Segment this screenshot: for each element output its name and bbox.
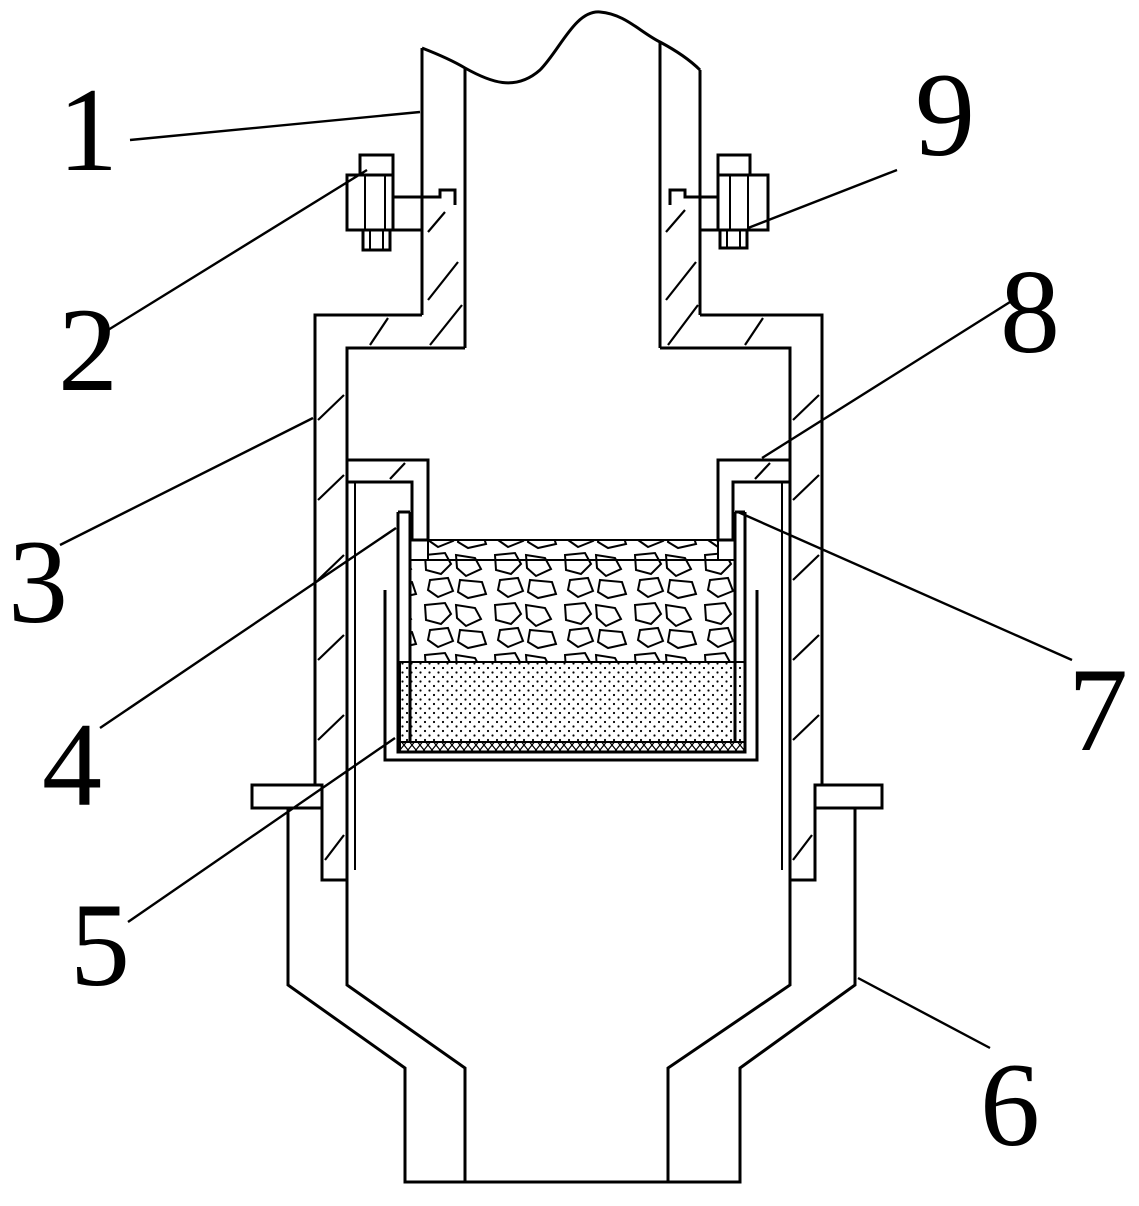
leader-4 — [99, 527, 397, 729]
support-brackets — [345, 458, 792, 542]
leader-1 — [129, 110, 421, 142]
leader-3 — [59, 416, 314, 547]
housing-wall-hatching — [317, 317, 820, 861]
label-9: 9 — [915, 48, 975, 181]
label-7: 7 — [1068, 643, 1128, 776]
leader-2 — [107, 168, 368, 332]
right-flange — [813, 783, 884, 810]
filter-cartridge — [396, 510, 747, 754]
outer-tray — [383, 590, 759, 762]
leader-5 — [127, 737, 396, 923]
label-8: 8 — [1000, 245, 1060, 378]
label-3: 3 — [8, 515, 68, 648]
lower-funnel — [286, 806, 857, 1184]
left-clasp — [393, 188, 457, 205]
reference-numerals: 1 2 3 4 5 6 7 8 9 — [8, 48, 1128, 1171]
label-1: 1 — [58, 63, 118, 196]
leader-lines — [59, 110, 1073, 1050]
gravel-layer — [409, 559, 736, 663]
left-bolt — [345, 153, 422, 252]
leader-9 — [747, 168, 898, 230]
label-2: 2 — [58, 283, 118, 416]
label-6: 6 — [980, 1038, 1040, 1171]
right-clasp — [668, 188, 718, 205]
leader-8 — [761, 300, 1011, 460]
right-bolt — [700, 153, 770, 250]
label-4: 4 — [42, 698, 102, 831]
leader-6 — [857, 976, 991, 1050]
sand-layer — [399, 661, 746, 743]
leader-7 — [737, 510, 1073, 662]
label-5: 5 — [70, 878, 130, 1011]
upper-pipe — [393, 10, 718, 348]
neck-wall-hatching — [427, 209, 699, 346]
gravel-top-band — [427, 539, 719, 561]
